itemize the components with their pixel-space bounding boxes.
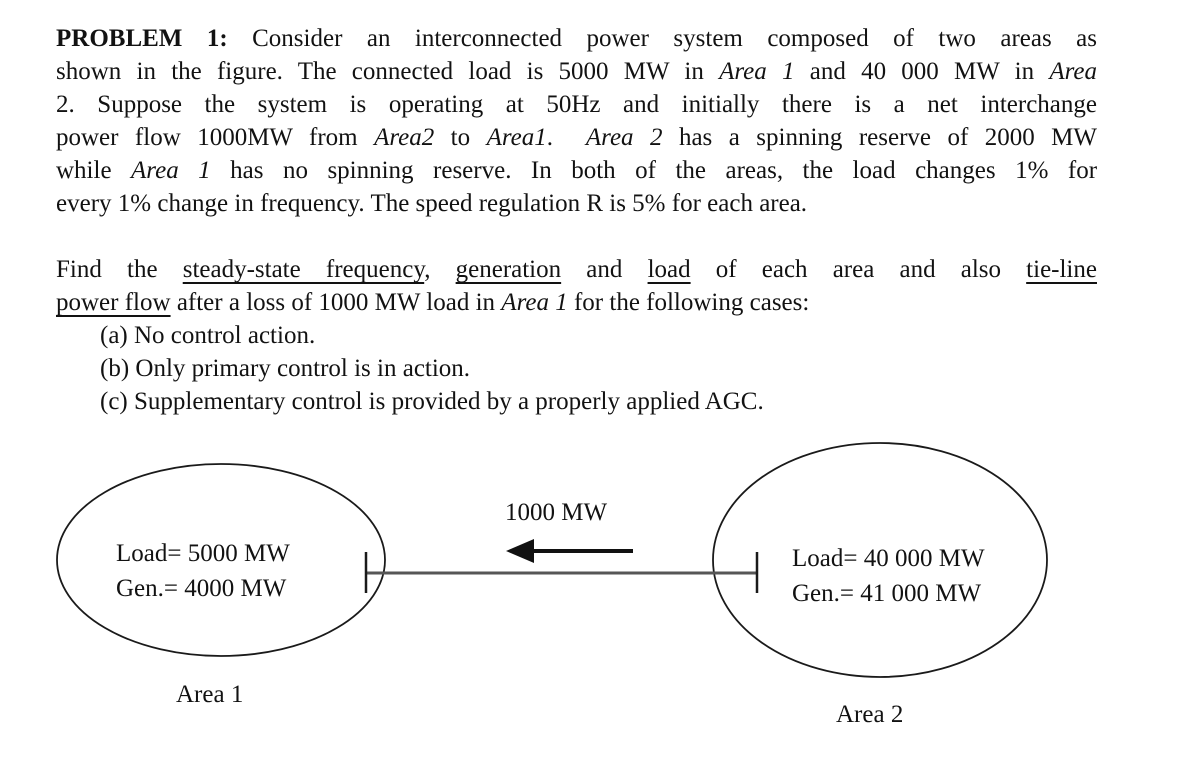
case-item: (b) Only primary control is in action. <box>56 352 1097 385</box>
text-run: Consider an interconnected power system … <box>227 25 1097 52</box>
case-item: (a) No control action. <box>56 319 1097 352</box>
text-run: has no spinning reserve. In both of the … <box>210 157 1098 184</box>
text-run: Area <box>1049 58 1097 85</box>
text-line: Find the steady-state frequency, generat… <box>56 253 1097 286</box>
case-label: (a) <box>100 322 128 349</box>
underlined-term: tie-line <box>1026 256 1097 283</box>
text-run: Find the <box>56 256 183 283</box>
text-line: PROBLEM 1: Consider an interconnected po… <box>56 22 1097 55</box>
text-line: 2. Suppose the system is operating at 50… <box>56 88 1097 121</box>
power-system-figure: 1000 MW Load= 5000 MW Gen.= 4000 MW Load… <box>0 430 1182 764</box>
area2-values: Load= 40 000 MW Gen.= 41 000 MW <box>792 541 985 611</box>
text-run: every 1% change in frequency. The speed … <box>56 190 808 217</box>
figure-canvas <box>56 442 1048 678</box>
text-run: Area2 <box>374 124 435 151</box>
text-run: PROBLEM 1: <box>56 25 228 52</box>
text-run: Area 2 <box>585 124 663 151</box>
area2-load-text: Load= 40 000 MW <box>792 545 985 572</box>
text-run: shown in the figure. The connected load … <box>56 58 720 85</box>
case-text: Supplementary control is provided by a p… <box>127 388 764 415</box>
text-run: power flow 1000MW from <box>56 124 375 151</box>
text-line: every 1% change in frequency. The speed … <box>56 187 1097 220</box>
area2-gen-text: Gen.= 41 000 MW <box>792 580 982 607</box>
underlined-term: generation <box>455 256 562 283</box>
text-run: . <box>546 124 586 151</box>
text-line: power flow 1000MW from Area2 to Area1. A… <box>56 121 1097 154</box>
problem-statement: PROBLEM 1: Consider an interconnected po… <box>56 22 1097 418</box>
text-run: Area 1 <box>131 157 211 184</box>
underlined-term: load <box>647 256 691 283</box>
text-run: of each area and also <box>690 256 1027 283</box>
text-line: while Area 1 has no spinning reserve. In… <box>56 154 1097 187</box>
underlined-term: steady-state frequency <box>182 256 425 283</box>
text-run: while <box>56 157 132 184</box>
tie-line-flow-label: 1000 MW <box>505 499 608 526</box>
text-line: shown in the figure. The connected load … <box>56 55 1097 88</box>
text-run: after a loss of 1000 MW load in <box>170 289 502 316</box>
case-item: (c) Supplementary control is provided by… <box>56 385 1097 418</box>
area2-ellipse <box>712 442 1048 678</box>
area1-values: Load= 5000 MW Gen.= 4000 MW <box>116 536 290 606</box>
text-run: Area1 <box>486 124 547 151</box>
text-run: and 40 000 MW in <box>794 58 1050 85</box>
case-list: (a) No control action.(b) Only primary c… <box>56 319 1097 418</box>
underlined-term: power flow <box>56 289 171 316</box>
text-run: has a spinning reserve of 2000 MW <box>662 124 1097 151</box>
tie-flow-arrow-icon <box>506 539 633 563</box>
text-run: for the following cases: <box>567 289 810 316</box>
area1-ellipse <box>56 463 386 657</box>
text-run: Area 1 <box>719 58 795 85</box>
text-run: Area 1 <box>501 289 568 316</box>
text-run: and <box>561 256 648 283</box>
area2-name-label: Area 2 <box>836 701 904 728</box>
area1-name-label: Area 1 <box>176 681 244 708</box>
case-label: (b) <box>100 355 130 382</box>
text-run: , <box>424 256 456 283</box>
text-run: 2. Suppose the system is operating at 50… <box>56 91 1097 118</box>
problem-paragraph-1: PROBLEM 1: Consider an interconnected po… <box>56 22 1097 220</box>
area1-gen-text: Gen.= 4000 MW <box>116 575 287 602</box>
case-label: (c) <box>100 388 128 415</box>
case-text: Only primary control is in action. <box>129 355 471 382</box>
text-line: power flow after a loss of 1000 MW load … <box>56 286 1097 319</box>
area1-load-text: Load= 5000 MW <box>116 540 290 567</box>
case-text: No control action. <box>127 322 316 349</box>
find-paragraph: Find the steady-state frequency, generat… <box>56 253 1097 319</box>
text-run: to <box>434 124 487 151</box>
